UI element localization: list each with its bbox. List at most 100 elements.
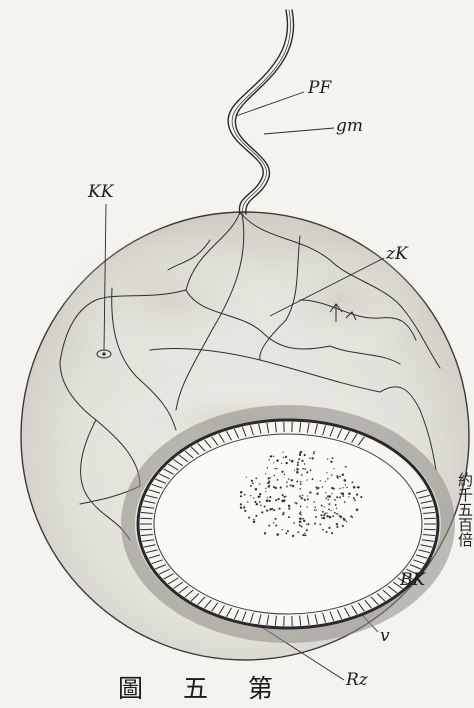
bk-stipple	[250, 495, 251, 496]
bk-stipple	[253, 497, 254, 498]
bk-stipple	[299, 488, 301, 490]
bk-stipple	[305, 534, 307, 536]
bk-stipple	[331, 493, 332, 494]
bk-stipple	[306, 524, 307, 525]
bk-stipple	[261, 511, 263, 513]
bk-stipple	[304, 463, 306, 465]
bk-stipple	[323, 514, 325, 516]
bk-stipple	[344, 501, 346, 503]
label-rz: Rz	[346, 672, 368, 689]
bk-stipple	[326, 512, 327, 513]
bk-stipple	[325, 481, 326, 482]
bk-stipple	[336, 496, 338, 498]
bk-stipple	[345, 466, 347, 468]
label-bk: BK	[400, 572, 425, 589]
bk-stipple	[292, 485, 294, 487]
bk-stipple	[315, 516, 317, 518]
bk-stipple	[294, 470, 295, 471]
bk-stipple	[282, 494, 284, 496]
bk-stipple	[331, 510, 332, 511]
bk-stipple	[317, 487, 319, 489]
bk-stipple	[297, 462, 299, 464]
bk-stipple	[322, 511, 324, 513]
bk-stipple	[301, 474, 303, 476]
bk-stipple	[246, 477, 247, 478]
bk-stipple	[270, 477, 271, 478]
bk-stipple	[253, 519, 255, 521]
bk-stipple	[342, 487, 343, 488]
bk-stipple	[349, 493, 350, 494]
bk-stipple	[336, 526, 338, 528]
bk-stipple	[281, 471, 283, 473]
magnification-note: 約千五百倍	[453, 472, 473, 547]
bk-stipple	[306, 529, 308, 531]
rz-ring-inner	[154, 434, 422, 614]
bk-stipple	[240, 506, 242, 508]
ring-striation	[424, 518, 436, 519]
bk-stipple	[296, 471, 299, 474]
bk-stipple	[314, 523, 316, 525]
bk-stipple	[301, 497, 303, 499]
bk-stipple	[301, 526, 303, 528]
bk-stipple	[306, 479, 307, 480]
bk-stipple	[273, 475, 275, 477]
bk-stipple	[289, 459, 291, 461]
bk-stipple	[311, 457, 313, 459]
bk-stipple	[266, 499, 269, 502]
bk-stipple	[281, 463, 282, 464]
bk-stipple	[304, 499, 306, 501]
bk-stipple	[299, 517, 302, 520]
bk-stipple	[240, 503, 242, 505]
bk-stipple	[240, 495, 242, 497]
bk-stipple	[322, 529, 324, 531]
bk-stipple	[326, 515, 328, 517]
bk-stipple	[247, 501, 249, 503]
label-v: v	[380, 628, 390, 645]
bk-stipple	[275, 487, 277, 489]
bk-stipple	[344, 479, 347, 482]
bk-stipple	[277, 498, 279, 500]
bk-stipple	[331, 487, 333, 489]
bk-stipple	[304, 533, 305, 534]
bk-stipple	[304, 520, 306, 522]
bk-stipple	[297, 464, 299, 466]
bk-stipple	[313, 501, 314, 502]
bk-stipple	[273, 462, 274, 463]
bk-stipple	[259, 501, 261, 503]
bk-stipple	[299, 520, 302, 523]
bk-stipple	[337, 477, 339, 479]
bk-stipple	[309, 458, 310, 459]
flagellum	[228, 10, 293, 214]
bk-stipple	[283, 497, 284, 498]
bk-stipple	[328, 509, 330, 511]
bk-stipple	[345, 484, 346, 485]
bk-stipple	[321, 517, 323, 519]
bk-stipple	[320, 480, 321, 481]
bk-stipple	[310, 469, 312, 471]
bk-stipple	[341, 492, 344, 495]
bk-stipple	[283, 457, 284, 458]
bk-stipple	[296, 480, 298, 482]
bk-stipple	[322, 486, 323, 487]
bk-stipple	[327, 499, 329, 501]
bk-stipple	[274, 468, 275, 469]
bk-stipple	[300, 451, 302, 453]
bk-stipple	[328, 495, 331, 498]
bk-stipple	[353, 486, 356, 489]
bk-stipple	[336, 513, 337, 514]
bk-stipple	[265, 488, 266, 489]
bk-stipple	[288, 508, 290, 510]
bk-stipple	[320, 514, 322, 516]
bk-stipple	[255, 488, 258, 491]
bk-stipple	[326, 531, 328, 533]
bk-stipple	[346, 521, 348, 523]
bk-stipple	[252, 483, 254, 485]
bk-stipple	[302, 534, 304, 536]
label-gm: gm	[336, 118, 363, 135]
bk-stipple	[248, 517, 250, 519]
bk-stipple	[300, 483, 302, 485]
bk-stipple	[276, 533, 279, 536]
bk-stipple	[288, 505, 290, 507]
bk-stipple	[288, 516, 290, 518]
